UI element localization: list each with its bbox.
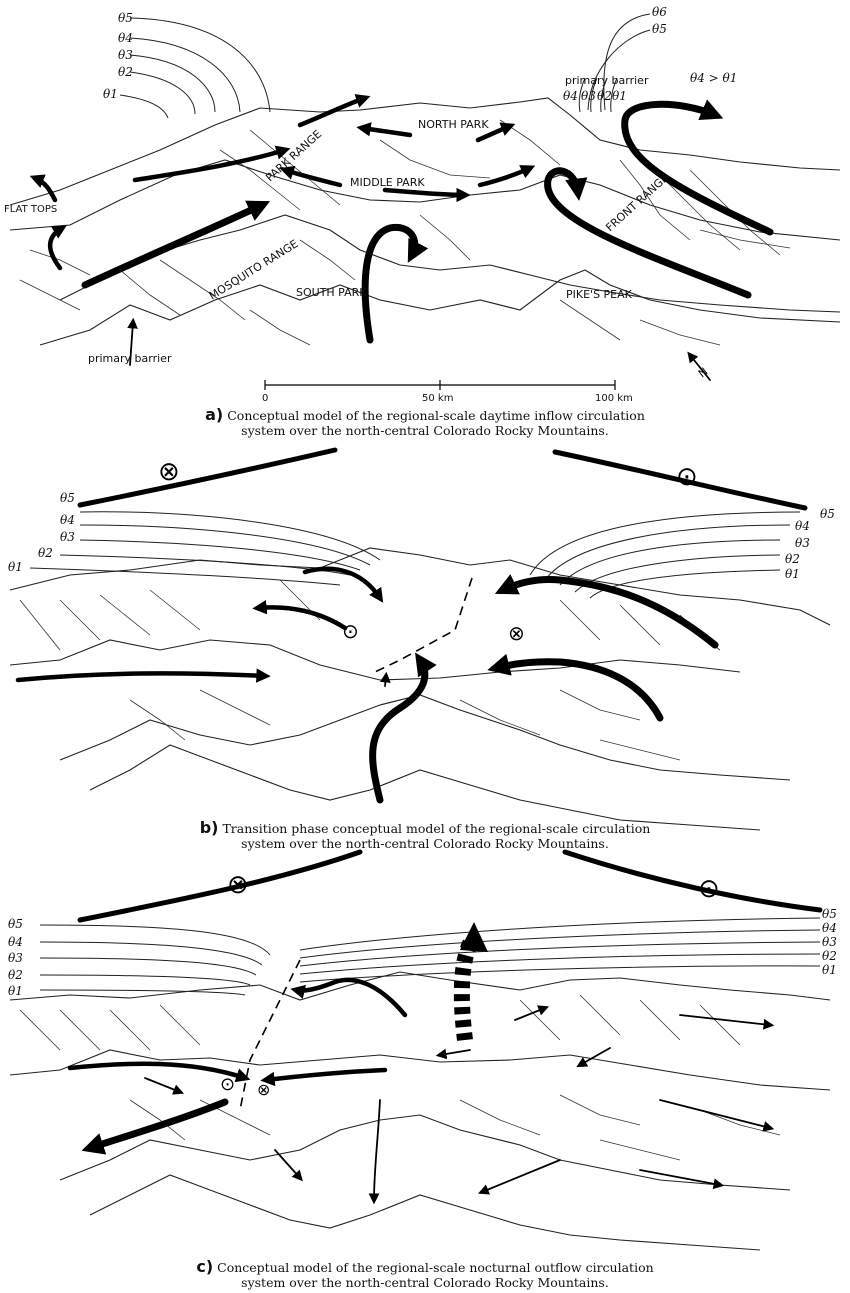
- theta-b-right-1: θ1: [785, 567, 800, 581]
- into-page-symbol-c: ⊗: [227, 870, 249, 900]
- panel-b-theta-left: θ5 θ4 θ3 θ2 θ1: [8, 491, 75, 574]
- theta-c-left-4: θ4: [8, 935, 23, 949]
- theta-a-right-2: θ2: [597, 89, 612, 103]
- label-south-park: SOUTH PARK: [296, 286, 367, 299]
- panel-b-flow-arrows: [18, 569, 715, 800]
- panel-a-terrain: [10, 98, 840, 345]
- panel-c-out-symbol: ⊙: [220, 1074, 235, 1095]
- panel-b-isentropes: [30, 512, 800, 598]
- scale-label-0: 0: [262, 393, 268, 404]
- panel-c-isentropes: [40, 918, 820, 995]
- theta-b-left-4: θ4: [60, 513, 75, 527]
- theta-b-left-1: θ1: [8, 560, 23, 574]
- panel-b-into-symbol: ⊗: [508, 621, 525, 645]
- theta-c-right-5: θ5: [822, 907, 837, 921]
- label-front-range: FRONT RANGE: [603, 171, 671, 234]
- upper-flow-left: [80, 450, 335, 505]
- upper-flow-right-c: [565, 852, 820, 910]
- theta-a-left-1: θ1: [103, 87, 118, 101]
- theta-b-right-2: θ2: [785, 552, 800, 566]
- panel-b-theta-right: θ5 θ4 θ3 θ2 θ1: [785, 507, 835, 581]
- panel-c-diagram: ⊗ ⊙: [8, 852, 837, 1250]
- theta-b-left-5: θ5: [60, 491, 75, 505]
- panel-c-theta-left: θ5 θ4 θ3 θ2 θ1: [8, 917, 23, 998]
- caption-a-letter: a): [205, 405, 223, 424]
- label-north-park: NORTH PARK: [418, 118, 489, 131]
- panel-a-theta-left: θ5 θ4 θ3 θ2 θ1: [103, 11, 133, 101]
- panel-b-out-symbol: ⊙: [342, 619, 359, 643]
- caption-c-line2: system over the north-central Colorado R…: [0, 1275, 850, 1290]
- panel-c-theta-right: θ5 θ4 θ3 θ2 θ1: [822, 907, 837, 977]
- label-theta-relation: θ4 > θ1: [690, 71, 737, 85]
- theta-a-left-2: θ2: [118, 65, 133, 79]
- caption-b-letter: b): [200, 818, 219, 837]
- label-primary-barrier-bottom: primary barrier: [88, 352, 172, 365]
- theta-a-right-4: θ4: [563, 89, 578, 103]
- theta-b-right-3: θ3: [795, 536, 810, 550]
- label-pikes-peak: PIKE'S PEAK: [566, 288, 633, 301]
- theta-a-left-3: θ3: [118, 48, 133, 62]
- theta-a-left-5: θ5: [118, 11, 133, 25]
- upper-flow-left-c: [80, 852, 360, 920]
- theta-c-right-2: θ2: [822, 949, 837, 963]
- theta-a-right-3: θ3: [581, 89, 596, 103]
- theta-c-left-5: θ5: [8, 917, 23, 931]
- theta-c-left-3: θ3: [8, 951, 23, 965]
- caption-c-line1: Conceptual model of the regional-scale n…: [217, 1260, 654, 1275]
- caption-a-line1: Conceptual model of the regional-scale d…: [227, 408, 645, 423]
- caption-c-letter: c): [196, 1257, 213, 1276]
- theta-a-right-6: θ6: [652, 5, 667, 19]
- caption-c: c) Conceptual model of the regional-scale…: [0, 1259, 850, 1290]
- theta-c-left-2: θ2: [8, 968, 23, 982]
- label-primary-barrier-top: primary barrier: [565, 74, 649, 87]
- out-of-page-symbol: ⊙: [676, 462, 698, 492]
- striped-rising-arrow: [460, 922, 488, 1040]
- theta-a-right-1: θ1: [612, 89, 627, 103]
- scale-label-100: 100 km: [595, 393, 633, 404]
- theta-b-left-3: θ3: [60, 530, 75, 544]
- theta-c-right-1: θ1: [822, 963, 837, 977]
- theta-c-right-3: θ3: [822, 935, 837, 949]
- panel-c-into-symbol: ⊗: [257, 1080, 270, 1099]
- theta-b-right-5: θ5: [820, 507, 835, 521]
- caption-a-line2: system over the north-central Colorado R…: [0, 423, 850, 438]
- panel-a-flow-arrows: [35, 98, 770, 380]
- label-mosquito-range: MOSQUITO RANGE: [207, 237, 301, 302]
- panel-b-front-line: [375, 578, 472, 672]
- theta-a-right-5: θ5: [652, 22, 667, 36]
- panel-a-scale-bar: 0 50 km 100 km: [262, 380, 633, 404]
- theta-c-right-4: θ4: [822, 921, 837, 935]
- caption-b-line1: Transition phase conceptual model of the…: [222, 821, 650, 836]
- panel-a-diagram: 0 50 km 100 km primary barrier primary b…: [4, 5, 840, 404]
- into-page-symbol: ⊗: [158, 457, 180, 487]
- panel-a-theta-right: θ6 θ5 θ4 θ3 θ2 θ1: [563, 5, 667, 103]
- theta-b-right-4: θ4: [795, 519, 810, 533]
- panel-c-flow-arrows: [70, 980, 770, 1200]
- out-of-page-symbol-c: ⊙: [698, 874, 720, 904]
- theta-c-left-1: θ1: [8, 984, 23, 998]
- panel-b-diagram: ⊗ ⊙: [8, 450, 835, 830]
- theta-b-left-2: θ2: [38, 546, 53, 560]
- label-flat-tops: FLAT TOPS: [4, 204, 57, 215]
- label-middle-park: MIDDLE PARK: [350, 176, 425, 189]
- theta-a-left-4: θ4: [118, 31, 133, 45]
- caption-b: b)Transition phase conceptual model of t…: [0, 820, 850, 851]
- panel-c-terrain: [10, 972, 830, 1250]
- scale-label-50: 50 km: [422, 393, 453, 404]
- caption-a: a) Conceptual model of the regional-scale…: [0, 407, 850, 438]
- caption-b-line2: system over the north-central Colorado R…: [0, 836, 850, 851]
